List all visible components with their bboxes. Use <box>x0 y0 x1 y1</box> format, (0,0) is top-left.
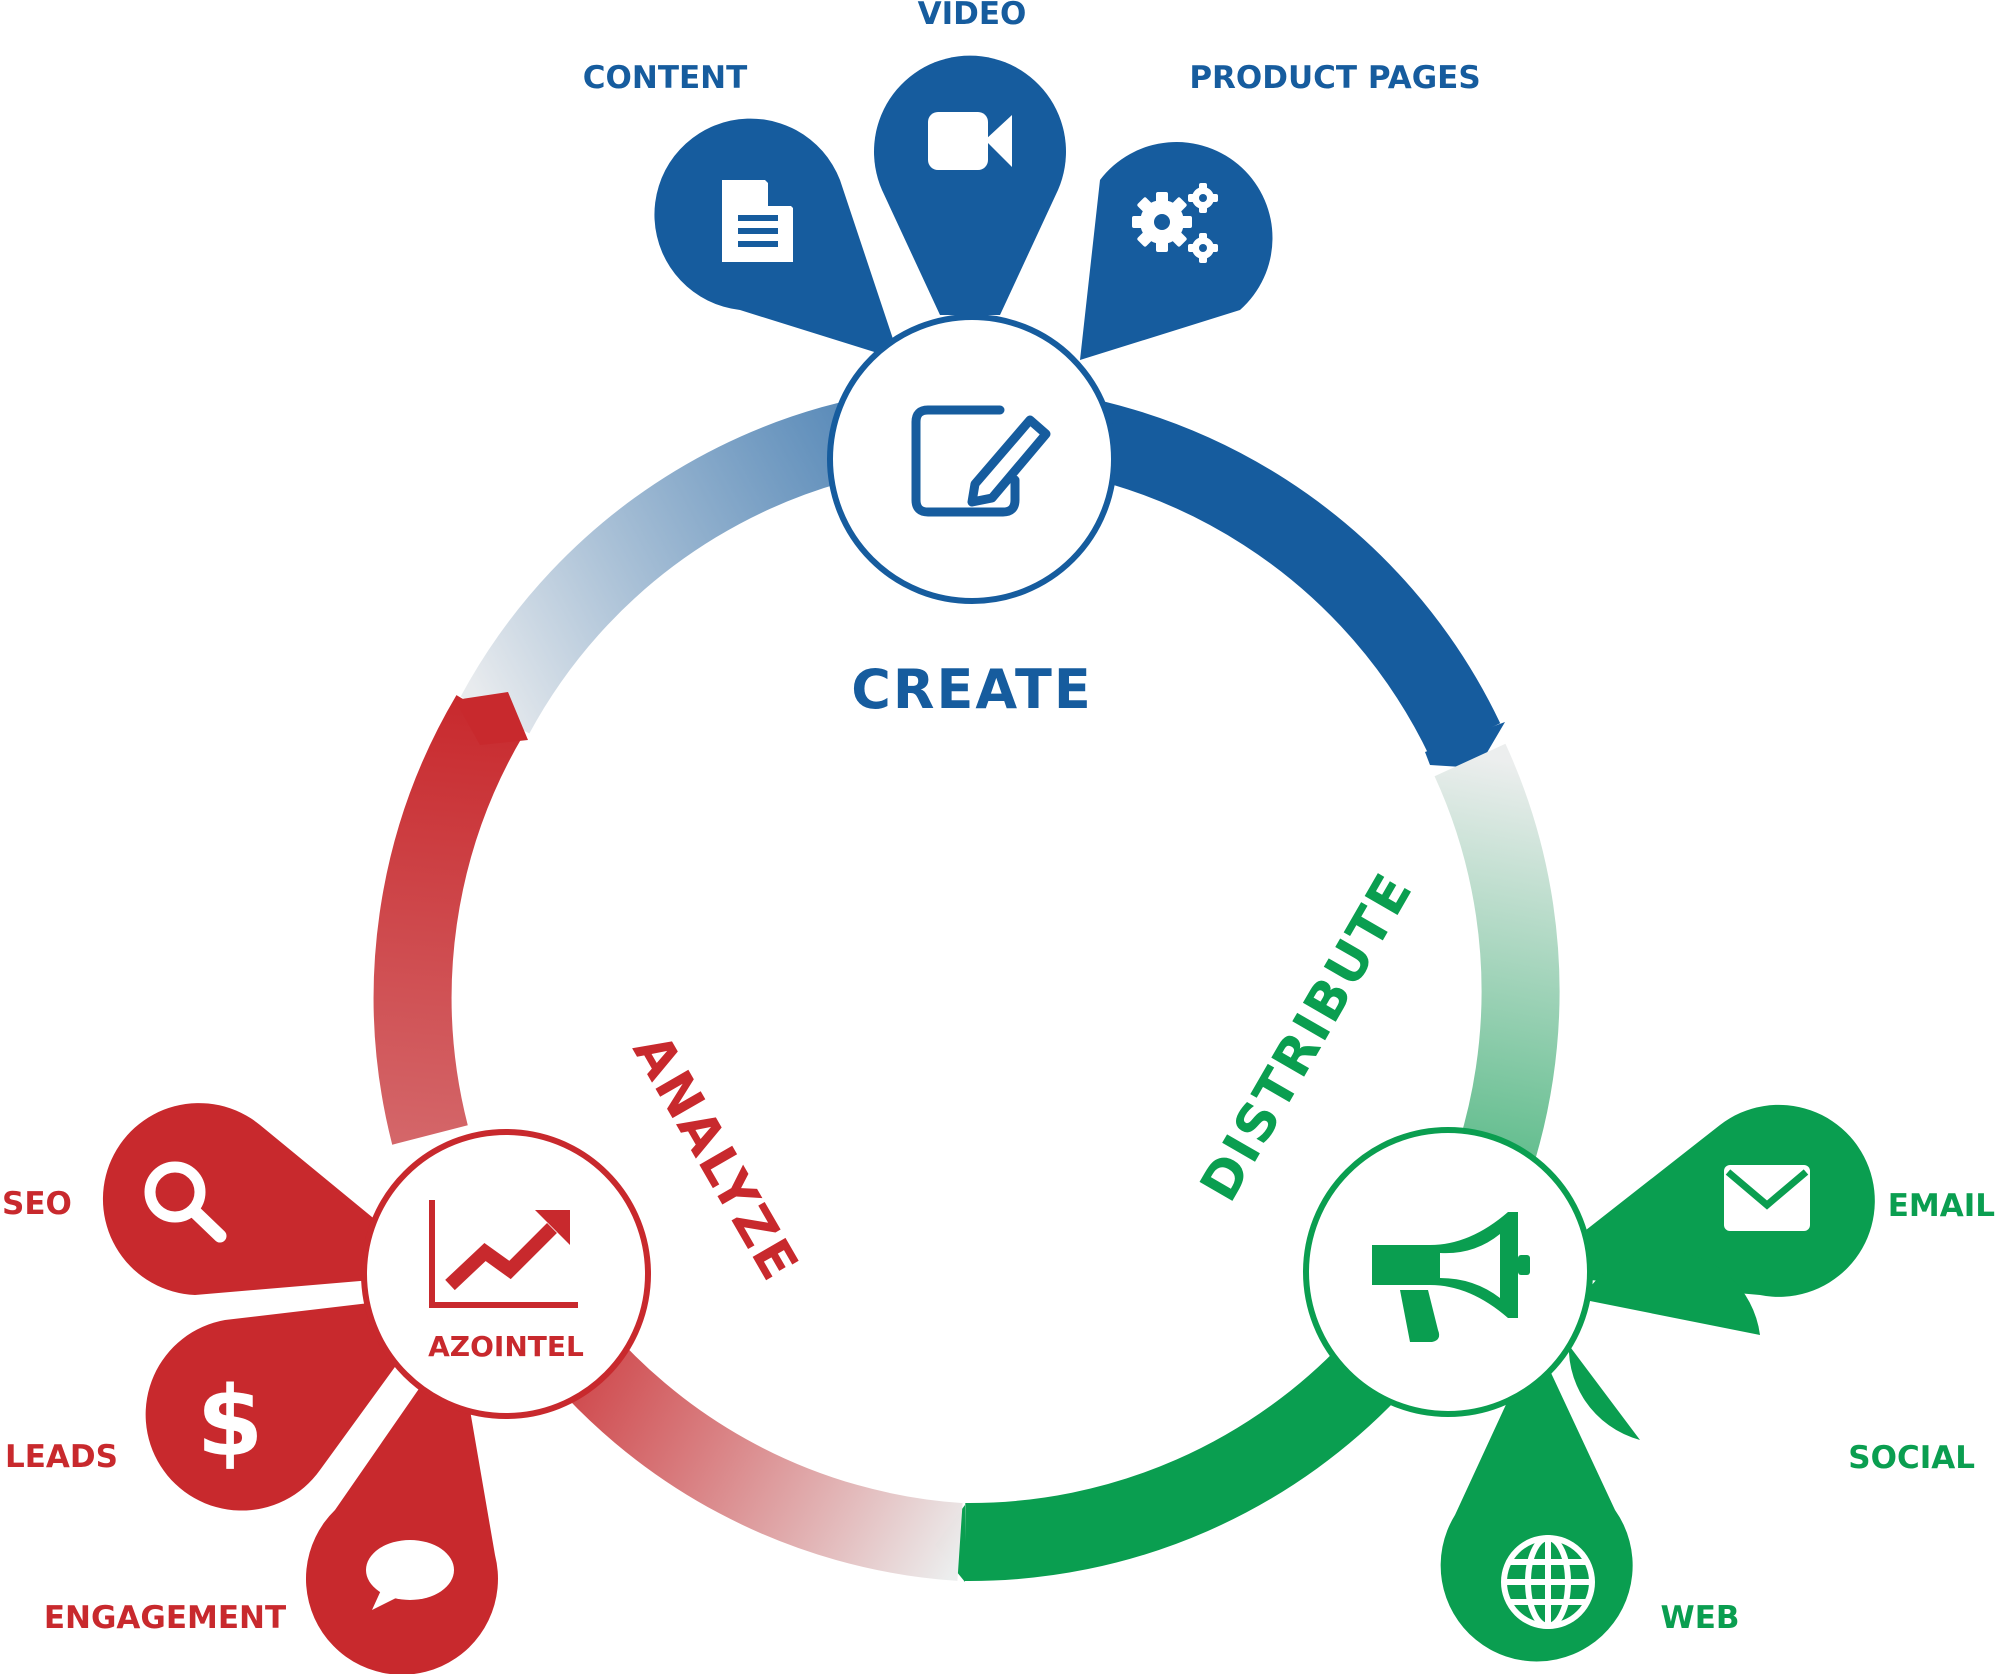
create-title: CREATE <box>851 658 1092 721</box>
ring-arrow-create <box>1425 722 1505 768</box>
create-hub[interactable] <box>827 314 1117 604</box>
label-social: SOCIAL <box>1848 1440 1975 1476</box>
label-web: WEB <box>1661 1600 1740 1636</box>
analyze-petals: $ <box>102 1103 498 1674</box>
petal-seo[interactable] <box>102 1103 400 1295</box>
document-icon <box>722 180 793 262</box>
label-content: CONTENT <box>583 60 747 96</box>
petal-product-pages-shape <box>1080 142 1273 360</box>
globe-icon <box>1501 1535 1595 1629</box>
petal-leads-shape <box>145 1300 400 1511</box>
petal-content[interactable] <box>654 118 900 361</box>
label-product-pages: PRODUCT PAGES <box>1189 60 1480 96</box>
petal-web-shape <box>1440 1360 1633 1662</box>
envelope-icon <box>1724 1165 1810 1231</box>
label-seo: SEO <box>2 1186 72 1222</box>
petal-social[interactable] <box>1565 1251 1760 1465</box>
megaphone-icon <box>1372 1212 1530 1342</box>
petal-video[interactable] <box>874 55 1067 316</box>
label-video: VIDEO <box>918 0 1027 32</box>
petal-engagement-shape <box>306 1380 498 1674</box>
gears-icon <box>1132 183 1218 263</box>
create-petals <box>654 55 1273 361</box>
speech-bubble-icon <box>366 1540 454 1610</box>
petal-leads[interactable]: $ <box>145 1300 400 1511</box>
magnifier-icon <box>144 1161 227 1243</box>
label-email: EMAIL <box>1888 1188 1995 1224</box>
analyze-hub[interactable]: AZOINTEL <box>361 1129 651 1419</box>
petal-seo-shape <box>102 1103 400 1295</box>
dollar-icon: $ <box>197 1366 264 1478</box>
trend-chart-icon <box>429 1200 578 1308</box>
distribute-petals <box>1440 1104 1875 1662</box>
petal-social-shape <box>1565 1251 1760 1440</box>
petal-labels: CONTENT VIDEO PRODUCT PAGES EMAIL SOCIAL… <box>2 0 1995 1636</box>
distribute-hub[interactable] <box>1303 1127 1593 1417</box>
petal-web[interactable] <box>1440 1360 1633 1662</box>
user-icon <box>1690 1382 1744 1465</box>
petal-email[interactable] <box>1586 1104 1875 1297</box>
petal-product-pages[interactable] <box>1080 142 1273 360</box>
analyze-hub-label: AZOINTEL <box>428 1330 584 1363</box>
label-leads: LEADS <box>5 1439 118 1475</box>
ring-arrow-analyze <box>455 692 528 745</box>
petal-engagement[interactable] <box>306 1380 498 1674</box>
edit-icon <box>911 405 1051 517</box>
video-camera-icon <box>928 112 1012 170</box>
petal-video-shape <box>874 55 1067 316</box>
label-engagement: ENGAGEMENT <box>44 1600 286 1636</box>
ring-segment-distribute <box>964 1333 1409 1582</box>
ring-segment-analyze <box>373 695 524 1145</box>
